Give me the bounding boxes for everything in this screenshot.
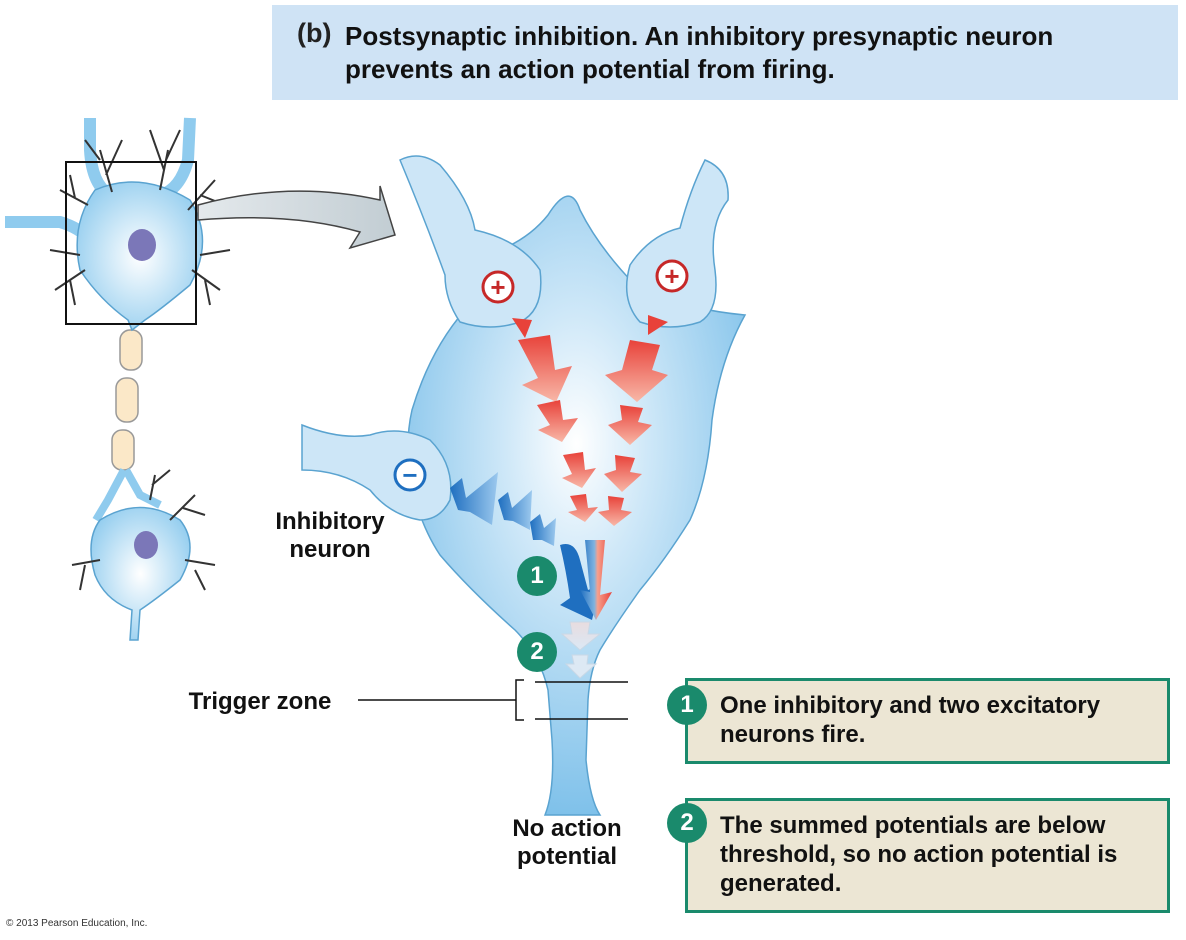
overview-neuron [5,117,231,641]
excitatory-terminal-right [625,159,729,328]
step-1-marker: 1 [517,556,557,596]
figure-part-tag: (b) [297,18,332,48]
excitatory-arrow [568,494,598,522]
overview-lower-cell-body [90,506,191,641]
excitatory-arrow [518,335,572,402]
fading-arrow [564,654,598,679]
step-2-badge: 2 [667,803,707,843]
inhibitory-arrow [530,514,556,546]
fading-arrow [560,621,602,651]
summed-excitatory-arrow [580,540,612,620]
inhibitory-arrow [450,472,498,525]
inhibitory-arrows [450,472,556,546]
no-action-potential-label: No action potential [512,815,622,870]
plus-icon: + [664,261,679,291]
step-2-box: The summed potentials are below threshol… [685,798,1170,913]
excitatory-arrow [608,405,652,445]
excitatory-arrow [604,455,642,492]
excitatory-sign-right [655,259,689,293]
step-1-box: One inhibitory and two excitatory neuron… [685,678,1170,764]
lower-dendrites [71,469,216,591]
inhibitory-terminal [301,423,452,521]
inhibitory-neuron-label: Inhibitory neuron [275,508,385,563]
step-1-text: One inhibitory and two excitatory neuron… [720,692,1101,748]
minus-icon: − [402,460,417,490]
trigger-zone-bracket [515,679,524,721]
copyright-notice: © 2013 Pearson Education, Inc. [6,918,148,929]
myelin-segment [111,429,135,471]
incoming-axon [84,118,114,201]
zoom-arrow [197,185,396,250]
overview-lower-nucleus [134,531,158,559]
excitatory-arrow [562,452,596,488]
myelin-segment [119,329,143,371]
inhibitory-arrow [498,490,532,530]
excitatory-sign-left [481,270,515,304]
figure-title: Postsynaptic inhibition. An inhibitory p… [345,21,1054,84]
axon-terminal-branch [122,468,162,509]
excitatory-arrow [537,400,578,442]
overview-nucleus [128,229,156,261]
excitatory-arrow [598,496,632,526]
excitatory-release-marker [512,318,532,338]
zoom-box [65,161,197,325]
step-2-text: The summed potentials are below threshol… [720,812,1118,897]
trigger-zone-label: Trigger zone [188,688,332,715]
excitatory-arrows-right [598,340,668,526]
excitatory-arrows-left [518,335,598,522]
dendrites [49,129,231,306]
plus-icon: + [490,272,505,302]
step-2-marker: 2 [517,632,557,672]
myelin-segment [115,377,139,423]
excitatory-release-marker [648,315,668,335]
inhibitory-sign [393,458,427,492]
incoming-axon [158,117,196,201]
excitatory-arrow [605,340,668,402]
title-banner [272,5,1178,100]
step-1-badge: 1 [667,685,707,725]
axon-terminal-branch [92,468,128,523]
